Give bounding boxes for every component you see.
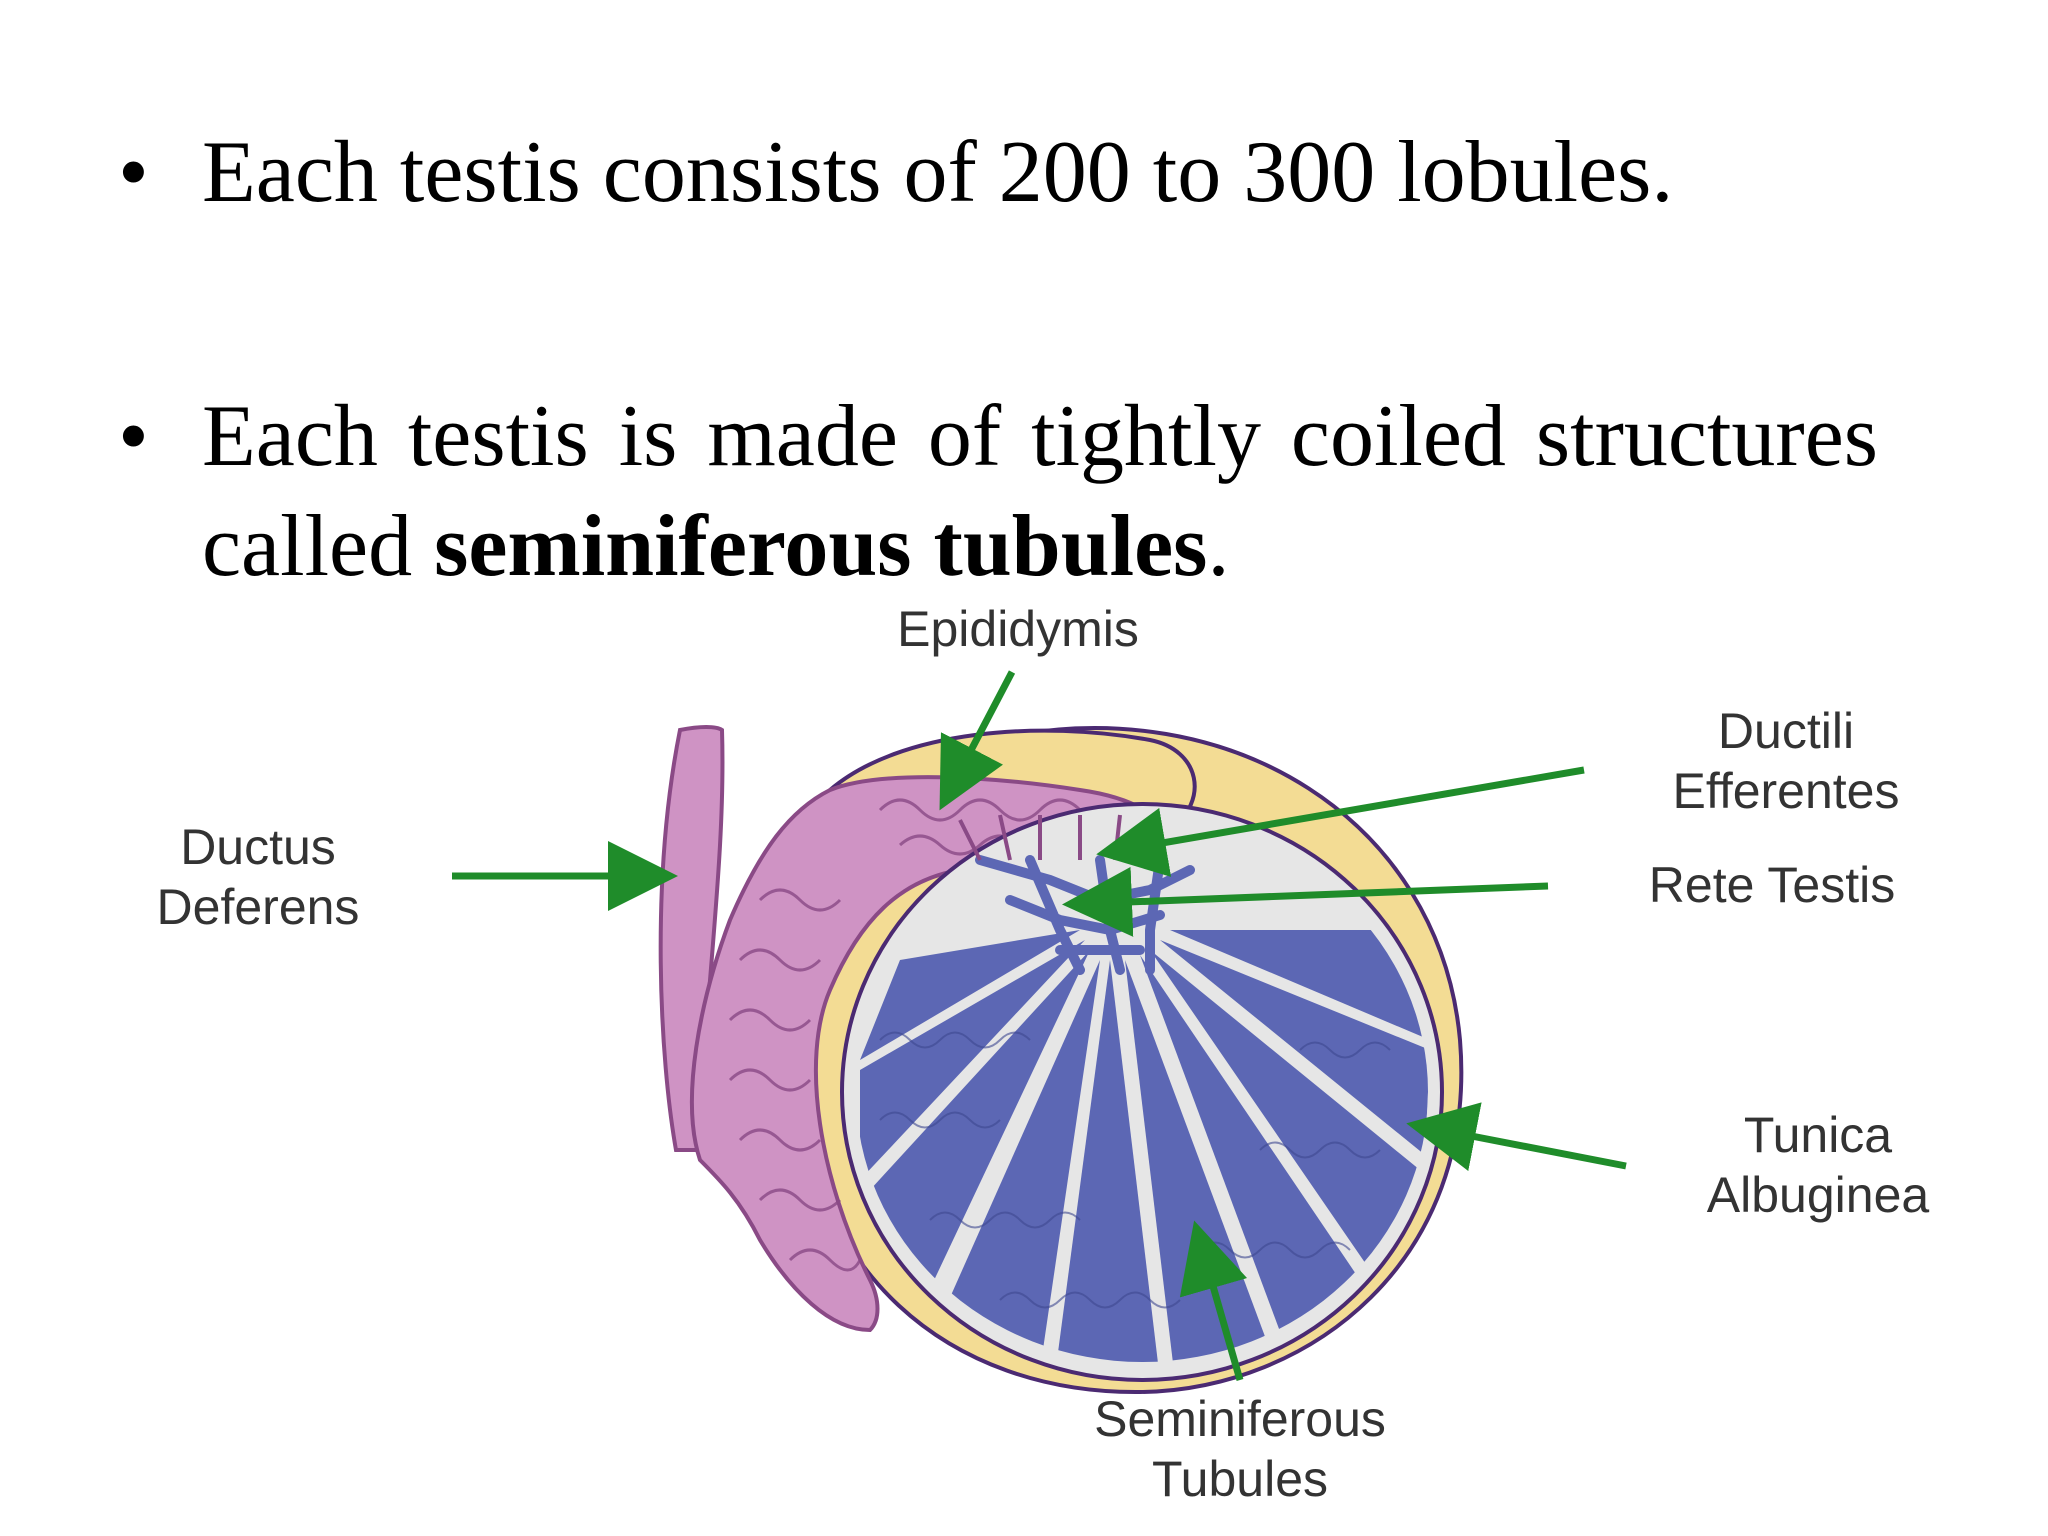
label-epididymis: Epididymis [897,601,1139,657]
bullet-text: Each testis is made of tightly coiled st… [202,382,1878,602]
lobule [870,950,1090,1310]
bullet-2: • Each testis is made of tightly coiled … [118,382,1878,602]
label-arrows [452,670,1627,1381]
arrow-rete-testis [1062,866,1549,937]
arrow-seminiferous-tubules [1179,1220,1248,1381]
lobule-texture [879,1031,1391,1309]
lobule [1160,940,1428,1155]
bullet-marker: • [118,124,149,221]
lobule [940,960,1100,1362]
bullet-text-bold: seminiferous tubules [434,498,1208,595]
bullet-marker: • [118,388,149,485]
lobule [1150,950,1420,1270]
label-tunica-albuginea-line1: Tunica [1744,1107,1892,1163]
label-ductili-efferentes-line1: Ductili [1718,703,1854,759]
arrow-ductili-efferentes [1096,766,1585,877]
lobule [860,940,1085,1180]
arrow-tunica-albuginea [1406,1102,1627,1172]
label-seminiferous-tubules-line2: Tubules [1152,1451,1328,1507]
bullet-text-period: . [1207,498,1230,595]
bullet-text: Each testis consists of 200 to 300 lobul… [202,124,1674,221]
label-ductus-deferens-line1: Ductus [180,819,336,875]
label-tunica-albuginea-line2: Albuginea [1707,1167,1930,1223]
bullet-1: • Each testis consists of 200 to 300 lob… [118,118,1878,228]
arrow-epididymis [939,670,1016,811]
lobules [860,930,1428,1362]
bullet-text-plain: Each testis is made of tightly coiled st… [202,388,1878,595]
label-ductili-efferentes-line2: Efferentes [1672,763,1899,819]
lobule [860,930,1080,1060]
label-rete-testis: Rete Testis [1649,857,1895,913]
lobule [1055,960,1160,1362]
lobule [1170,930,1428,1040]
label-seminiferous-tubules-line1: Seminiferous [1094,1391,1386,1447]
lobule [1140,955,1360,1345]
label-ductus-deferens-line2: Deferens [157,879,360,935]
